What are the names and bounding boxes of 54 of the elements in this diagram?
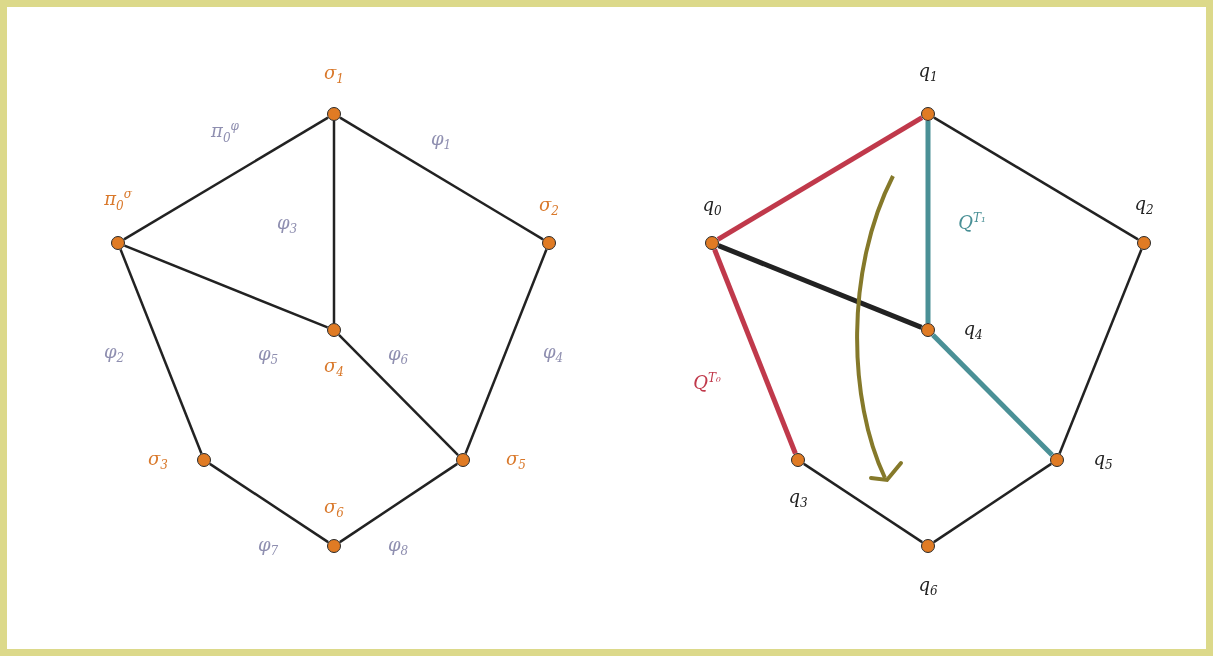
vertex-label: σ$_{5}$ (506, 447, 526, 473)
vertex-dot (705, 236, 719, 250)
vertex-dot (197, 453, 211, 467)
vertex-label: σ$_{3}$ (148, 447, 168, 473)
graph-edge (339, 462, 458, 544)
edge-label: φ$_{2}$ (103, 340, 125, 366)
graph-edge (123, 116, 329, 241)
graph-edge (933, 462, 1052, 544)
graph-edge (464, 249, 548, 454)
edge-label: φ$_{6}$ (387, 342, 409, 368)
graph-edge (931, 333, 1054, 457)
graph-edge (925, 121, 931, 323)
graph-edge (124, 244, 328, 329)
vertex-label: σ$_{6}$ (324, 495, 344, 521)
vertex-dot (456, 453, 470, 467)
edge-label: Q$^{T₀}$ (693, 371, 721, 393)
graph-edge (338, 334, 459, 456)
vertex-dot (1137, 236, 1151, 250)
vertex-label: σ$_{1}$ (324, 61, 344, 87)
vertex-dot (542, 236, 556, 250)
graph-edge (803, 462, 923, 544)
vertex-dot (327, 539, 341, 553)
vertex-dot (921, 323, 935, 337)
edge-label: φ$_{1}$ (430, 127, 452, 153)
vertex-label: q$_{2}$ (1134, 192, 1154, 218)
vertex-label: q$_{4}$ (963, 317, 983, 343)
vertex-dot (111, 236, 125, 250)
graph-edge (339, 116, 544, 241)
vertex-label: q$_{5}$ (1093, 447, 1113, 473)
vertex-dot (327, 323, 341, 337)
edge-label: φ$_{5}$ (257, 342, 279, 368)
graph-edge (1058, 249, 1143, 454)
vertex-dot (921, 539, 935, 553)
edge-label: φ$_{8}$ (387, 533, 409, 559)
graph-edge (119, 249, 203, 454)
edge-label: φ$_{7}$ (257, 533, 279, 559)
vertex-label: q$_{1}$ (918, 59, 938, 85)
graph-edge (712, 248, 798, 455)
vertex-dot (791, 453, 805, 467)
vertex-label: σ$_{2}$ (539, 193, 559, 219)
graph-edge (717, 243, 923, 330)
graph-edge (716, 115, 924, 242)
edge-label: φ$_{3}$ (276, 211, 298, 237)
vertex-label: q$_{3}$ (788, 485, 808, 511)
vertex-label: q$_{0}$ (702, 193, 722, 219)
vertex-dot (327, 107, 341, 121)
graph-edge (332, 121, 336, 323)
vertex-label: σ$_{4}$ (324, 354, 344, 380)
edge-label: φ$_{4}$ (542, 340, 564, 366)
graph-edge (933, 116, 1139, 241)
edge-label: Q$^{T₁}$ (958, 211, 986, 233)
graph-edge (209, 462, 329, 544)
vertex-dot (921, 107, 935, 121)
vertex-label: q$_{6}$ (918, 573, 938, 599)
